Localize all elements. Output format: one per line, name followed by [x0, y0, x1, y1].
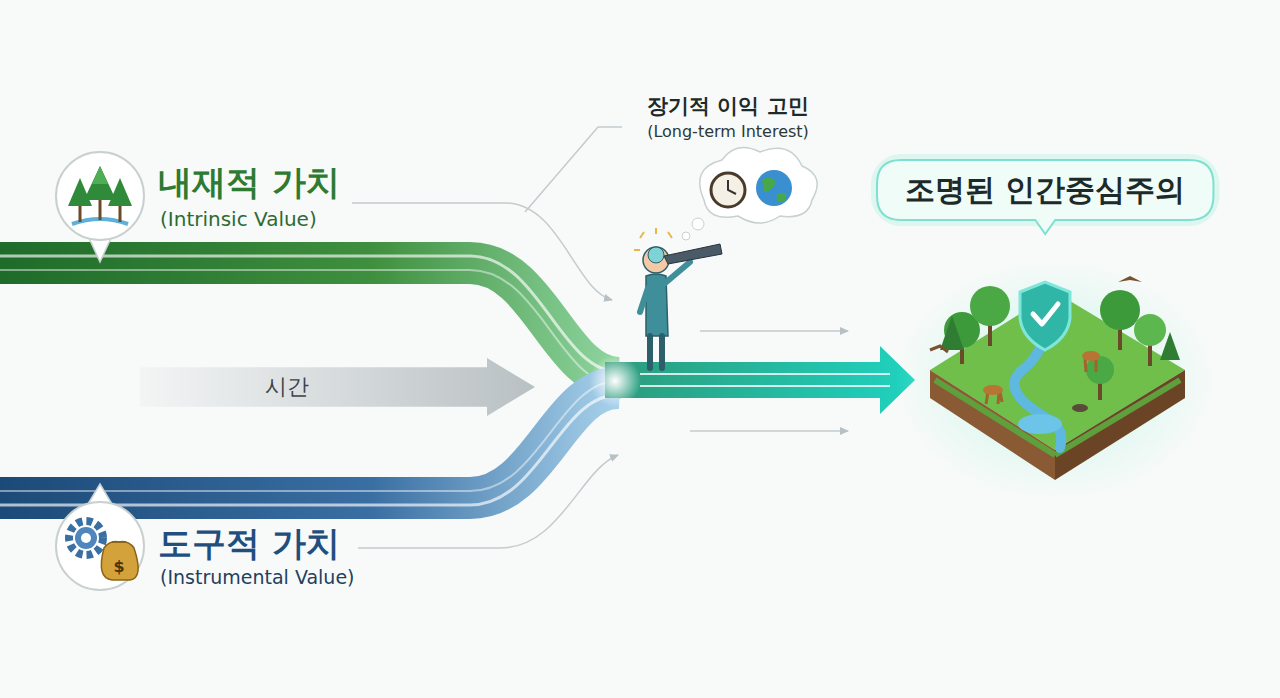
band-stripe — [0, 256, 620, 372]
band-stripe — [0, 395, 620, 505]
node-text: 시간 — [265, 374, 535, 400]
callout-bubble — [877, 160, 1213, 234]
label-text: 도구적 가치 — [158, 523, 340, 564]
merge-glow — [589, 355, 641, 407]
time-arrow-node: 시간 — [140, 358, 535, 416]
label-text: (Intrinsic Value) — [160, 207, 317, 231]
thought-cloud — [682, 148, 817, 241]
node-outline — [140, 358, 535, 416]
callout-node: 조명된 인간중심주의 — [877, 160, 1213, 220]
time-arrow — [140, 358, 535, 416]
label-text: (Long-term Interest) — [647, 122, 809, 141]
tree-icon — [56, 152, 144, 262]
node-text: 조명된 인간중심주의 — [905, 172, 1185, 208]
forest-island — [895, 260, 1215, 500]
leader-line — [358, 455, 618, 548]
leader-line — [700, 330, 848, 332]
leader-line — [352, 203, 612, 300]
label-text: (Instrumental Value) — [160, 566, 355, 589]
svg-text:$: $ — [113, 557, 124, 576]
arrow-stripe — [640, 374, 890, 386]
gear-money-icon: $ — [56, 484, 144, 590]
intrinsic-band — [0, 263, 620, 378]
label-text: 장기적 이익 고민 — [647, 94, 809, 119]
label-text: 내재적 가치 — [158, 162, 340, 203]
leader-line — [525, 127, 622, 212]
leader-line — [690, 430, 848, 432]
person-figure — [634, 228, 722, 368]
